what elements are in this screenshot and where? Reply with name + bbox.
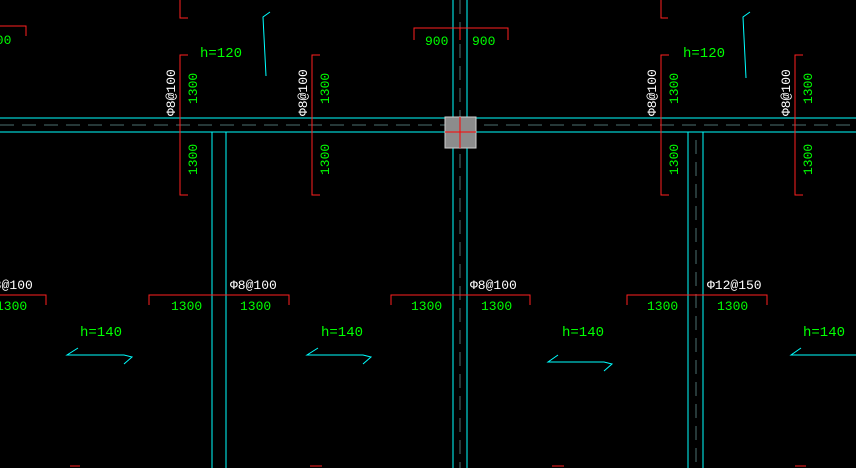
dim-1300-v4-bottom[interactable]: 1300 xyxy=(801,144,816,175)
span-arrow-top-2 xyxy=(742,11,751,79)
span-arrow-4 xyxy=(789,347,856,356)
dim-1300-v3-bottom[interactable]: 1300 xyxy=(667,144,682,175)
dim-1300-v1-bottom[interactable]: 1300 xyxy=(186,144,201,175)
dim-1300-v2-top[interactable]: 1300 xyxy=(318,73,333,104)
slab-label-h140-3[interactable]: h=140 xyxy=(562,325,604,341)
span-arrow-1 xyxy=(65,347,134,365)
rebar-marks xyxy=(0,0,806,467)
rebar-label-v1[interactable]: Φ8@100 xyxy=(164,69,179,116)
dim-1300-h2-left[interactable]: 1300 xyxy=(411,299,442,314)
rebar-top-1 xyxy=(179,0,188,19)
slab-label-h140-2[interactable]: h=140 xyxy=(321,325,363,341)
dim-1300-v1-top[interactable]: 1300 xyxy=(186,73,201,104)
rebar-v-3 xyxy=(660,54,669,196)
rebar-h-left xyxy=(0,294,47,305)
dim-1300-h3-right[interactable]: 1300 xyxy=(717,299,748,314)
dim-1300-h1-right[interactable]: 1300 xyxy=(240,299,271,314)
rebar-label-h3[interactable]: Φ12@150 xyxy=(707,278,762,293)
rebar-v-2 xyxy=(311,54,320,196)
column[interactable] xyxy=(444,116,477,149)
rebar-top-left xyxy=(0,25,27,36)
slab-label-h140-4[interactable]: h=140 xyxy=(803,325,845,341)
span-arrow-top-1 xyxy=(262,11,271,77)
dim-900-partial[interactable]: 900 xyxy=(0,33,11,48)
rebar-v-1 xyxy=(179,54,188,196)
rebar-label-h2[interactable]: Φ8@100 xyxy=(470,278,517,293)
slab-label-h120-1[interactable]: h=120 xyxy=(200,46,242,62)
span-arrow-2 xyxy=(305,347,373,365)
dim-1300-v4-top[interactable]: 1300 xyxy=(801,73,816,104)
slab-label-h120-2[interactable]: h=120 xyxy=(683,46,725,62)
rebar-h-2 xyxy=(390,294,531,305)
rebar-h-1 xyxy=(148,294,290,305)
dim-1300-h3-left[interactable]: 1300 xyxy=(647,299,678,314)
rebar-v-4 xyxy=(794,54,803,196)
rebar-label-h1[interactable]: Φ8@100 xyxy=(230,278,277,293)
dim-900-left[interactable]: 900 xyxy=(425,34,448,49)
rebar-label-partial-left[interactable]: Φ8@100 xyxy=(0,278,33,293)
dim-1300-h1-left[interactable]: 1300 xyxy=(171,299,202,314)
rebar-label-v4[interactable]: Φ8@100 xyxy=(779,69,794,116)
rebar-top-900 xyxy=(413,27,509,40)
rebar-label-v2[interactable]: Φ8@100 xyxy=(296,69,311,116)
rebar-label-v3[interactable]: Φ8@100 xyxy=(645,69,660,116)
dim-900-right[interactable]: 900 xyxy=(472,34,495,49)
rebar-top-2 xyxy=(660,0,668,19)
slab-label-h140-1[interactable]: h=140 xyxy=(80,325,122,341)
slab-span-arrows xyxy=(65,11,856,372)
dim-1300-partial-left[interactable]: 1300 xyxy=(0,299,27,314)
span-arrow-3 xyxy=(546,354,614,372)
dim-1300-v3-top[interactable]: 1300 xyxy=(667,73,682,104)
dim-1300-v2-bottom[interactable]: 1300 xyxy=(318,144,333,175)
rebar-h-3 xyxy=(626,294,768,305)
dim-1300-h2-right[interactable]: 1300 xyxy=(481,299,512,314)
